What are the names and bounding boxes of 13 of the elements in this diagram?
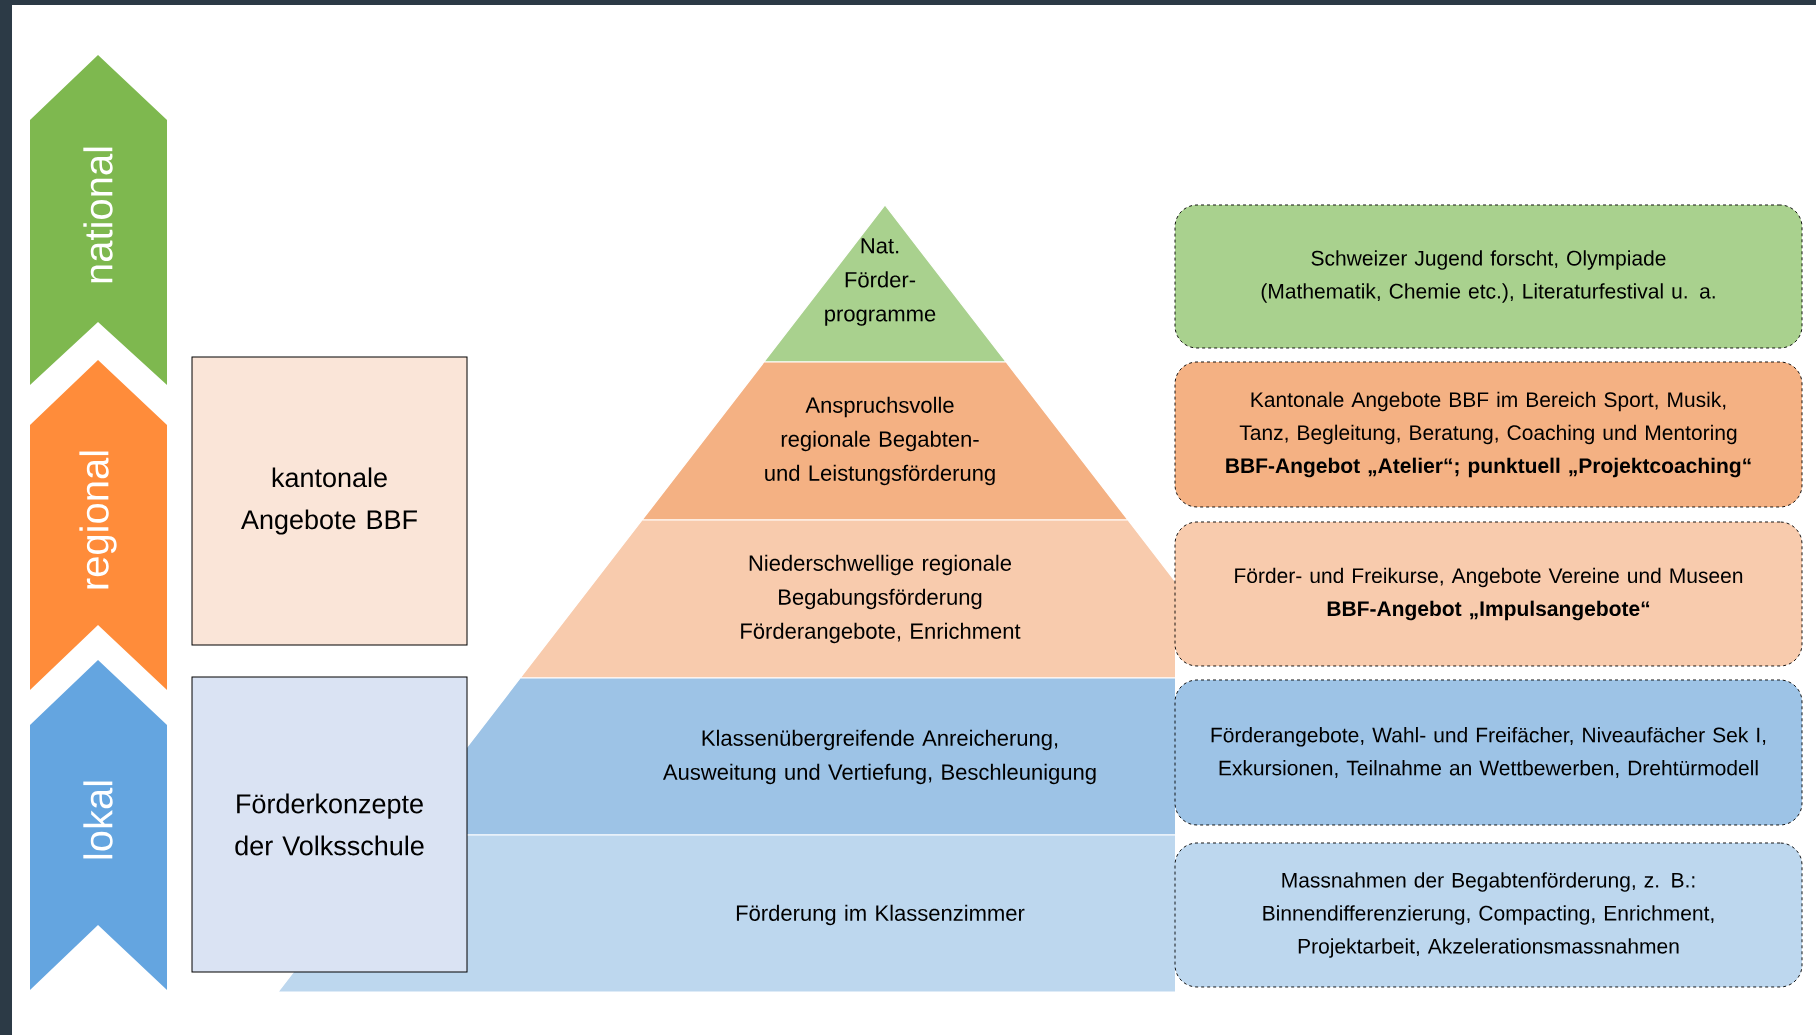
offer-box: Kantonale Angebote BBF im Bereich Sport, Musik, Tanz, Begleitung, Beratung, Coaching und Mentoring BBF-Angebot „Atelier“; punktuell „Projektcoaching“ xyxy=(1174,361,1803,508)
pyramid-layer: Klassenübergreifende Anreicherung, Ausweitung und Vertiefung, Beschleunigung xyxy=(467,677,1175,836)
label-box: kantonale Angebote BBF xyxy=(191,356,468,646)
node-label: Förderung im Klassenzimmer xyxy=(736,904,1025,926)
offer-box: Förderangebote, Wahl- und Freifächer, Niveaufächer Sek I, Exkursionen, Teilnahme an Wettbewerben, Drehtürmodell xyxy=(1174,679,1803,826)
offer-box: Massnahmen der Begabtenförderung, z. B.: Binnendifferenzierung, Compacting, Enrichment, Projektarbeit, Akzelerationsmassnahmen xyxy=(1174,842,1803,988)
level-band: lokal xyxy=(30,660,167,990)
label-box: Förderkonzepte der Volksschule xyxy=(191,676,468,973)
level-band: regional xyxy=(30,360,167,690)
level-band: national xyxy=(30,55,167,385)
offer-box: Förder- und Freikurse, Angebote Vereine und Museen BBF-Angebot „Impulsangebote“ xyxy=(1174,521,1803,667)
offer-box: Schweizer Jugend forscht, Olympiade (Mathematik, Chemie etc.), Literaturfestival u. a. xyxy=(1174,204,1803,349)
node-label: Klassenübergreifende Anreicherung, Ausweitung und Vertiefung, Beschleunigung xyxy=(662,729,1096,785)
